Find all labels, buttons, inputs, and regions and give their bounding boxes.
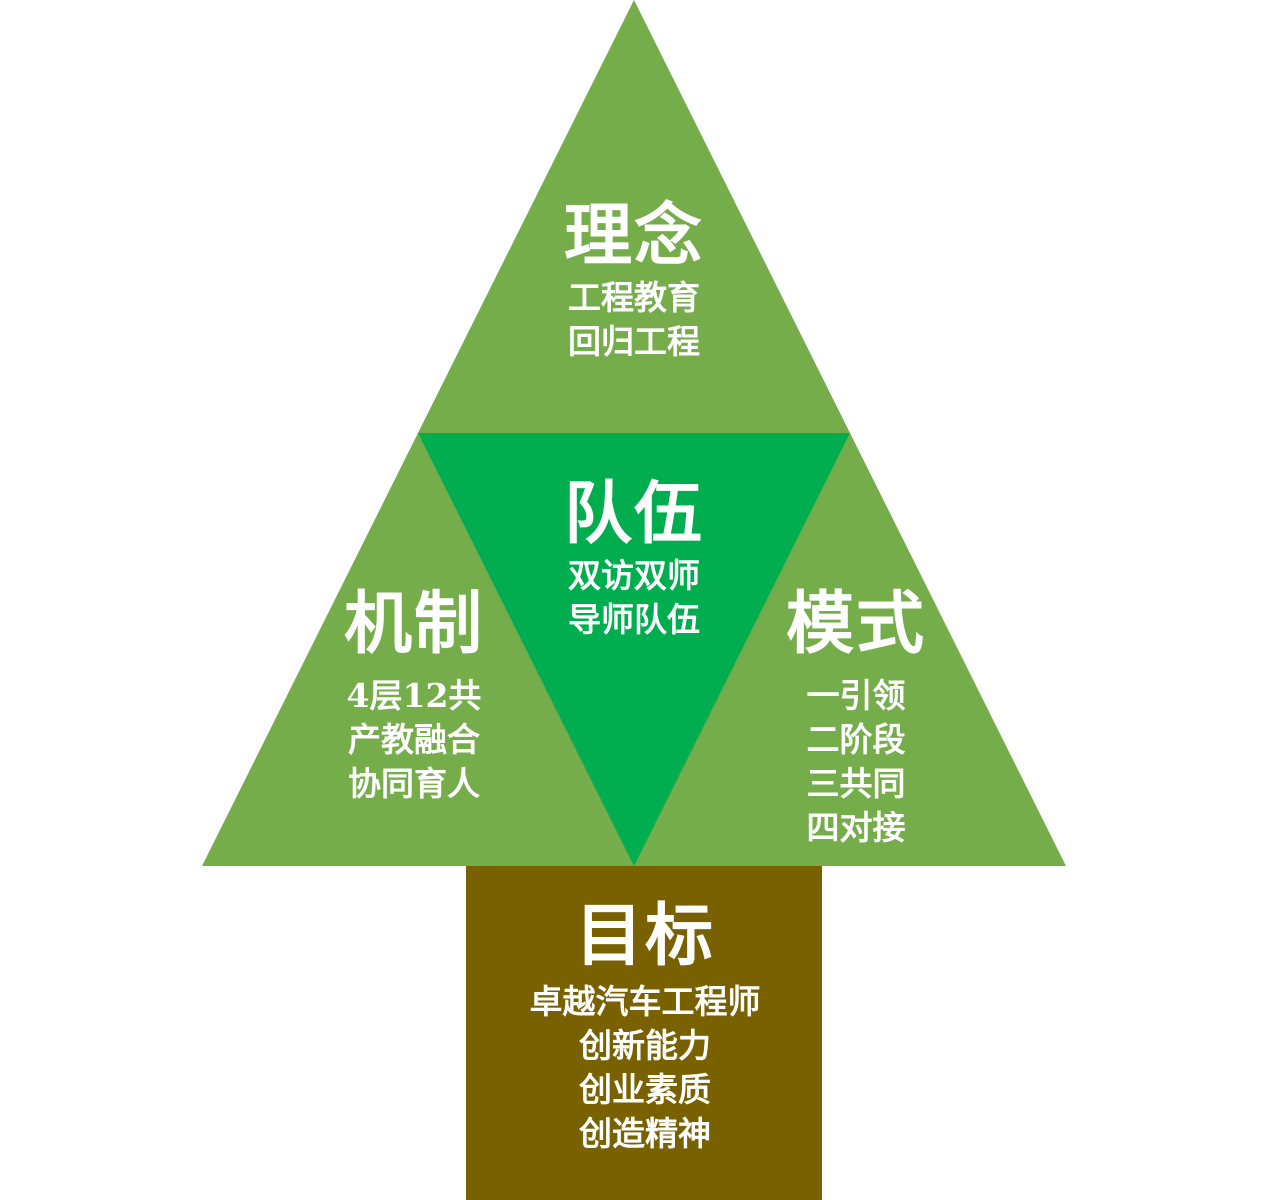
mode-line: 三共同 (806, 764, 906, 803)
top-section-philosophy: 理念 工程教育 回归工程 (484, 196, 784, 364)
mode-line: 一引领 (806, 676, 906, 715)
center-inverted-triangle (418, 433, 850, 866)
goal-line: 创造精神 (579, 1114, 711, 1153)
left-section-mechanism: 机制 4层12共 产教融合 协同育人 (264, 584, 564, 806)
trunk-section-goal: 目标 卓越汽车工程师 创新能力 创业素质 创造精神 (468, 896, 822, 1156)
team-line: 双访双师 (568, 556, 700, 595)
right-section-mode: 模式 一引领 二阶段 三共同 四对接 (706, 584, 1006, 850)
philosophy-title: 理念 (563, 196, 704, 276)
center-section-team: 队伍 双访双师 导师队伍 (484, 474, 784, 642)
goal-line: 创业素质 (579, 1070, 711, 1109)
mechanism-line: 协同育人 (348, 764, 480, 803)
mechanism-line: 产教融合 (348, 720, 480, 759)
philosophy-line: 工程教育 (568, 278, 700, 317)
trunk-rectangle (466, 866, 822, 1200)
mechanism-title: 机制 (343, 584, 484, 664)
mode-line: 四对接 (806, 808, 906, 847)
mechanism-line: 4层12共 (346, 676, 482, 715)
mode-line: 二阶段 (806, 720, 906, 759)
goal-title: 目标 (574, 896, 715, 976)
team-line: 导师队伍 (568, 600, 700, 639)
team-title: 队伍 (563, 474, 704, 554)
mode-title: 模式 (785, 584, 926, 664)
philosophy-line: 回归工程 (568, 322, 700, 361)
goal-line: 创新能力 (579, 1026, 711, 1065)
goal-line: 卓越汽车工程师 (529, 982, 761, 1021)
